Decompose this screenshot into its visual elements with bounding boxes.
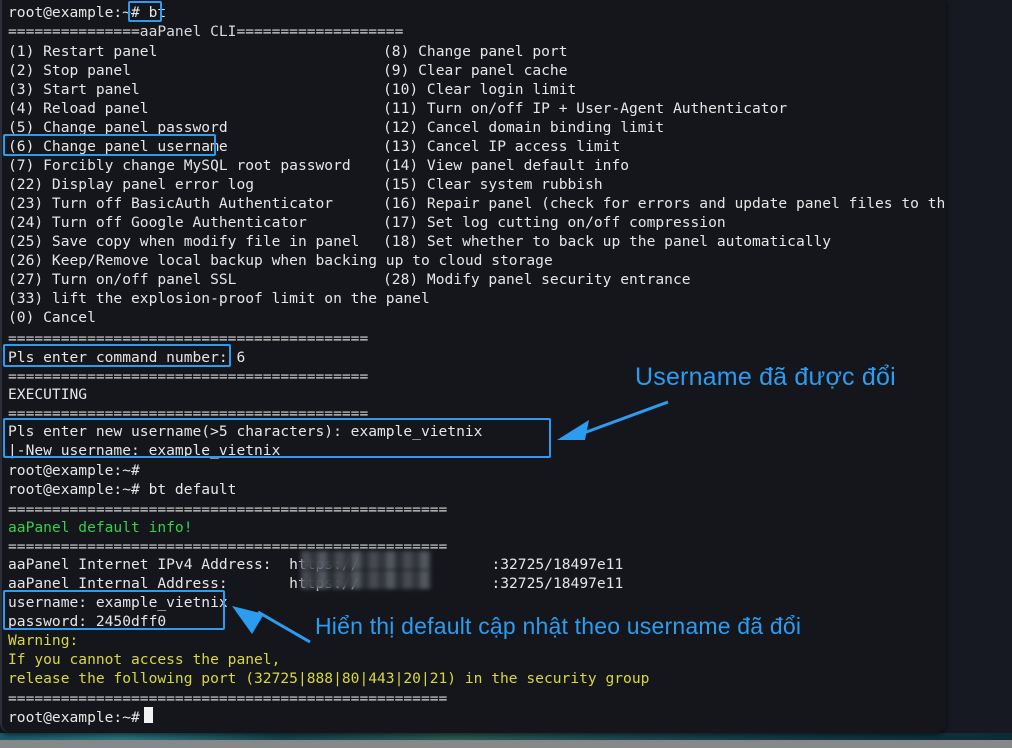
redacted-ipv4-address [301, 551, 431, 570]
prompt-text: root@example:~# [8, 4, 149, 21]
separator-1: ========================================… [8, 330, 369, 347]
menu-item-26[interactable]: (26) Keep/Remove local backup when backi… [8, 252, 553, 269]
menu-item-15[interactable]: (15) Clear system rubbish [383, 176, 603, 193]
prompt-idle: root@example:~# [8, 462, 140, 479]
new-username-result: |-New username: example_vietnix [8, 442, 281, 459]
menu-item-23[interactable]: (23) Turn off BasicAuth Authenticator [8, 195, 334, 212]
menu-item-24[interactable]: (24) Turn off Google Authenticator [8, 214, 307, 231]
typed-command: bt [148, 4, 167, 21]
menu-item-1[interactable]: (1) Restart panel [8, 43, 158, 60]
prompt-bt-default: root@example:~# bt default [8, 481, 237, 498]
internal-address-line: aaPanel Internal Address: https:// :3272… [8, 574, 623, 593]
internal-suffix: :32725/18497e11 [491, 575, 624, 592]
menu-item-9[interactable]: (9) Clear panel cache [383, 62, 568, 79]
warning-line-2: release the following port (32725|888|80… [8, 670, 650, 687]
menu-item-5[interactable]: (5) Change panel password [8, 119, 228, 136]
menu-item-3[interactable]: (3) Start panel [8, 81, 140, 98]
menu-item-18[interactable]: (18) Set whether to back up the panel au… [383, 233, 832, 250]
menu-item-13[interactable]: (13) Cancel IP access limit [383, 138, 621, 155]
terminal-prompt-line: root@example:~# bt [8, 3, 166, 22]
menu-item-11[interactable]: (11) Turn on/off IP + User-Agent Authent… [383, 100, 788, 117]
taskbar [0, 740, 1012, 748]
arrow-to-default-credentials [232, 606, 311, 644]
redacted-internal-address [301, 570, 431, 589]
separator-5: ========================================… [8, 538, 448, 555]
menu-item-4[interactable]: (4) Reload panel [8, 100, 149, 117]
menu-item-17[interactable]: (17) Set log cutting on/off compression [383, 214, 726, 231]
menu-item-28[interactable]: (28) Modify panel security entrance [383, 271, 691, 288]
menu-item-16[interactable]: (16) Repair panel (check for errors and … [383, 195, 946, 212]
separator-4: ========================================… [8, 501, 448, 518]
terminal-window[interactable]: root@example:~# bt ===============aaPane… [0, 0, 946, 733]
menu-item-8[interactable]: (8) Change panel port [383, 43, 568, 60]
default-info-title: aaPanel default info! [8, 519, 193, 536]
separator-3: ========================================… [8, 405, 369, 422]
menu-item-7[interactable]: (7) Forcibly change MySQL root password [8, 157, 351, 174]
final-prompt: root@example:~# [8, 709, 140, 726]
menu-item-0[interactable]: (0) Cancel [8, 309, 96, 326]
menu-item-14[interactable]: (14) View panel default info [383, 157, 630, 174]
annotation-username-changed: Username đã được đổi [635, 363, 896, 391]
separator-2: ========================================… [8, 368, 369, 385]
menu-item-2[interactable]: (2) Stop panel [8, 62, 132, 79]
menu-item-12[interactable]: (12) Cancel domain binding limit [383, 119, 665, 136]
warning-line-1: If you cannot access the panel, [8, 651, 281, 668]
menu-item-27[interactable]: (27) Turn on/off panel SSL [8, 271, 237, 288]
menu-item-25[interactable]: (25) Save copy when modify file in panel [8, 233, 360, 250]
menu-item-22[interactable]: (22) Display panel error log [8, 176, 255, 193]
separator-6: ========================================… [8, 690, 448, 707]
cli-banner: ===============aaPanel CLI==============… [8, 23, 404, 40]
annotation-default-updated: Hiển thị default cập nhật theo username … [315, 613, 802, 639]
menu-item-6[interactable]: (6) Change panel username [8, 138, 228, 155]
terminal-cursor [144, 707, 153, 723]
executing-label: EXECUTING [8, 386, 88, 403]
menu-item-10[interactable]: (10) Clear login limit [383, 81, 577, 98]
command-number-prompt: Pls enter command number: 6 [8, 349, 246, 366]
warning-title: Warning: [8, 632, 79, 649]
default-password-line: password: 2450dff0 [8, 613, 167, 630]
default-username-line: username: example_vietnix [8, 594, 228, 611]
ipv4-suffix: :32725/18497e11 [491, 556, 624, 573]
new-username-prompt: Pls enter new username(>5 characters): e… [8, 423, 483, 440]
arrow-to-new-username [557, 400, 669, 440]
menu-item-33[interactable]: (33) lift the explosion-proof limit on t… [8, 290, 430, 307]
